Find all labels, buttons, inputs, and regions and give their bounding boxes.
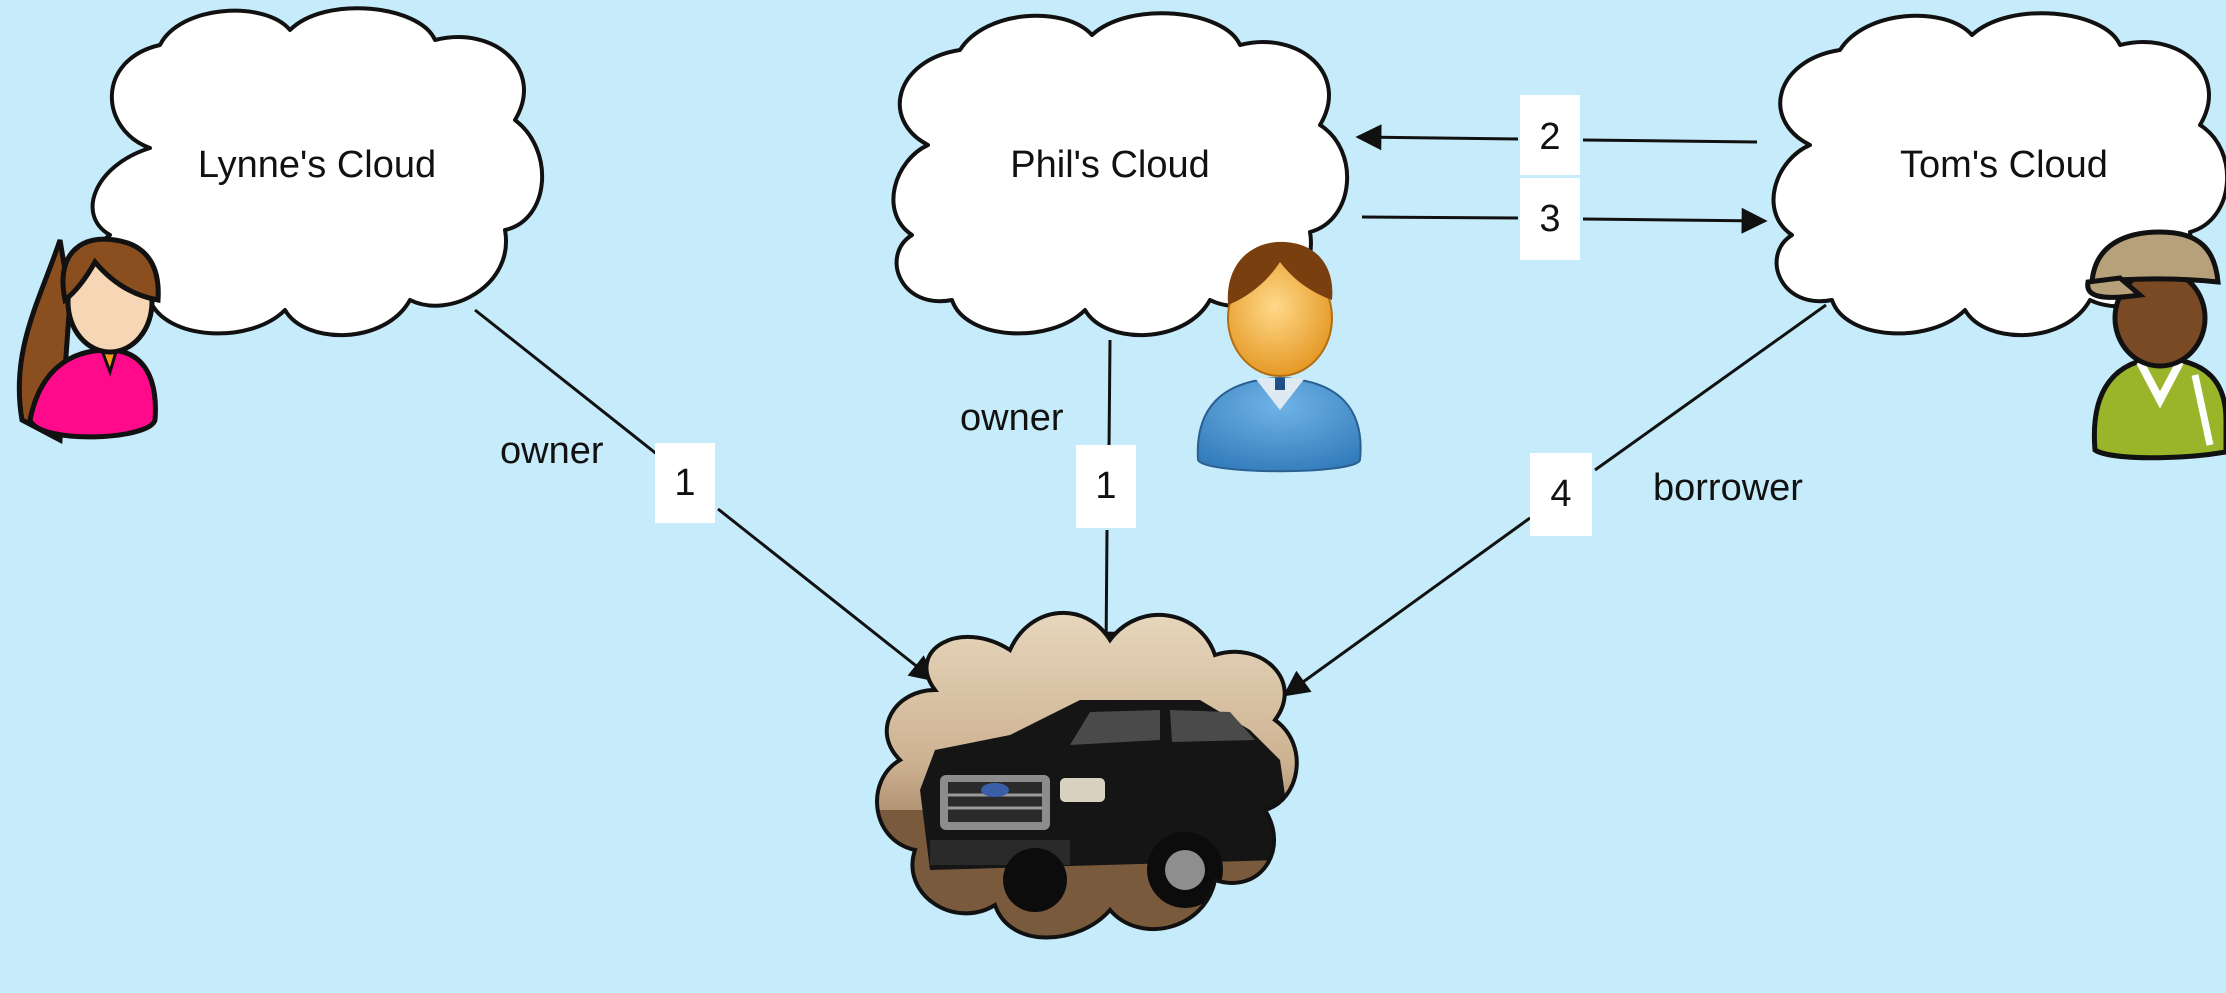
man-cap-avatar-icon <box>2085 229 2226 461</box>
lynne-cloud-label: Lynne's Cloud <box>198 144 436 186</box>
man-avatar-icon <box>1196 241 1362 473</box>
phil-cloud-label: Phil's Cloud <box>1010 144 1209 186</box>
tom-cloud-label: Tom's Cloud <box>1900 144 2108 186</box>
edge-tom-to-phil <box>1355 124 1758 151</box>
step-badge-tom: 4 <box>1530 453 1592 536</box>
truck-cloud <box>875 610 1299 940</box>
step-badge-phil-to-tom: 3 <box>1520 178 1580 260</box>
step-badge-tom-to-phil: 2 <box>1520 95 1580 175</box>
tom-edge-label: borrower <box>1653 467 1803 509</box>
step-badge-phil-to-tom-text: 3 <box>1539 198 1560 240</box>
step-badge-tom-text: 4 <box>1550 473 1571 515</box>
lynne-edge-label: owner <box>500 430 604 472</box>
edge-tom-to-truck <box>1282 303 1827 697</box>
step-badge-phil: 1 <box>1076 445 1136 528</box>
woman-avatar-icon <box>16 236 161 444</box>
pickup-truck-photo <box>920 700 1290 912</box>
phil-edge-label: owner <box>960 397 1064 439</box>
edge-phil-to-tom <box>1361 207 1768 234</box>
step-badge-phil-text: 1 <box>1095 465 1116 507</box>
edge-lynne-to-truck <box>474 308 937 682</box>
step-badge-lynne-text: 1 <box>674 462 695 504</box>
step-badge-tom-to-phil-text: 2 <box>1539 116 1560 158</box>
phil-cloud: Phil's Cloud <box>891 11 1350 337</box>
step-badge-lynne: 1 <box>655 443 715 523</box>
